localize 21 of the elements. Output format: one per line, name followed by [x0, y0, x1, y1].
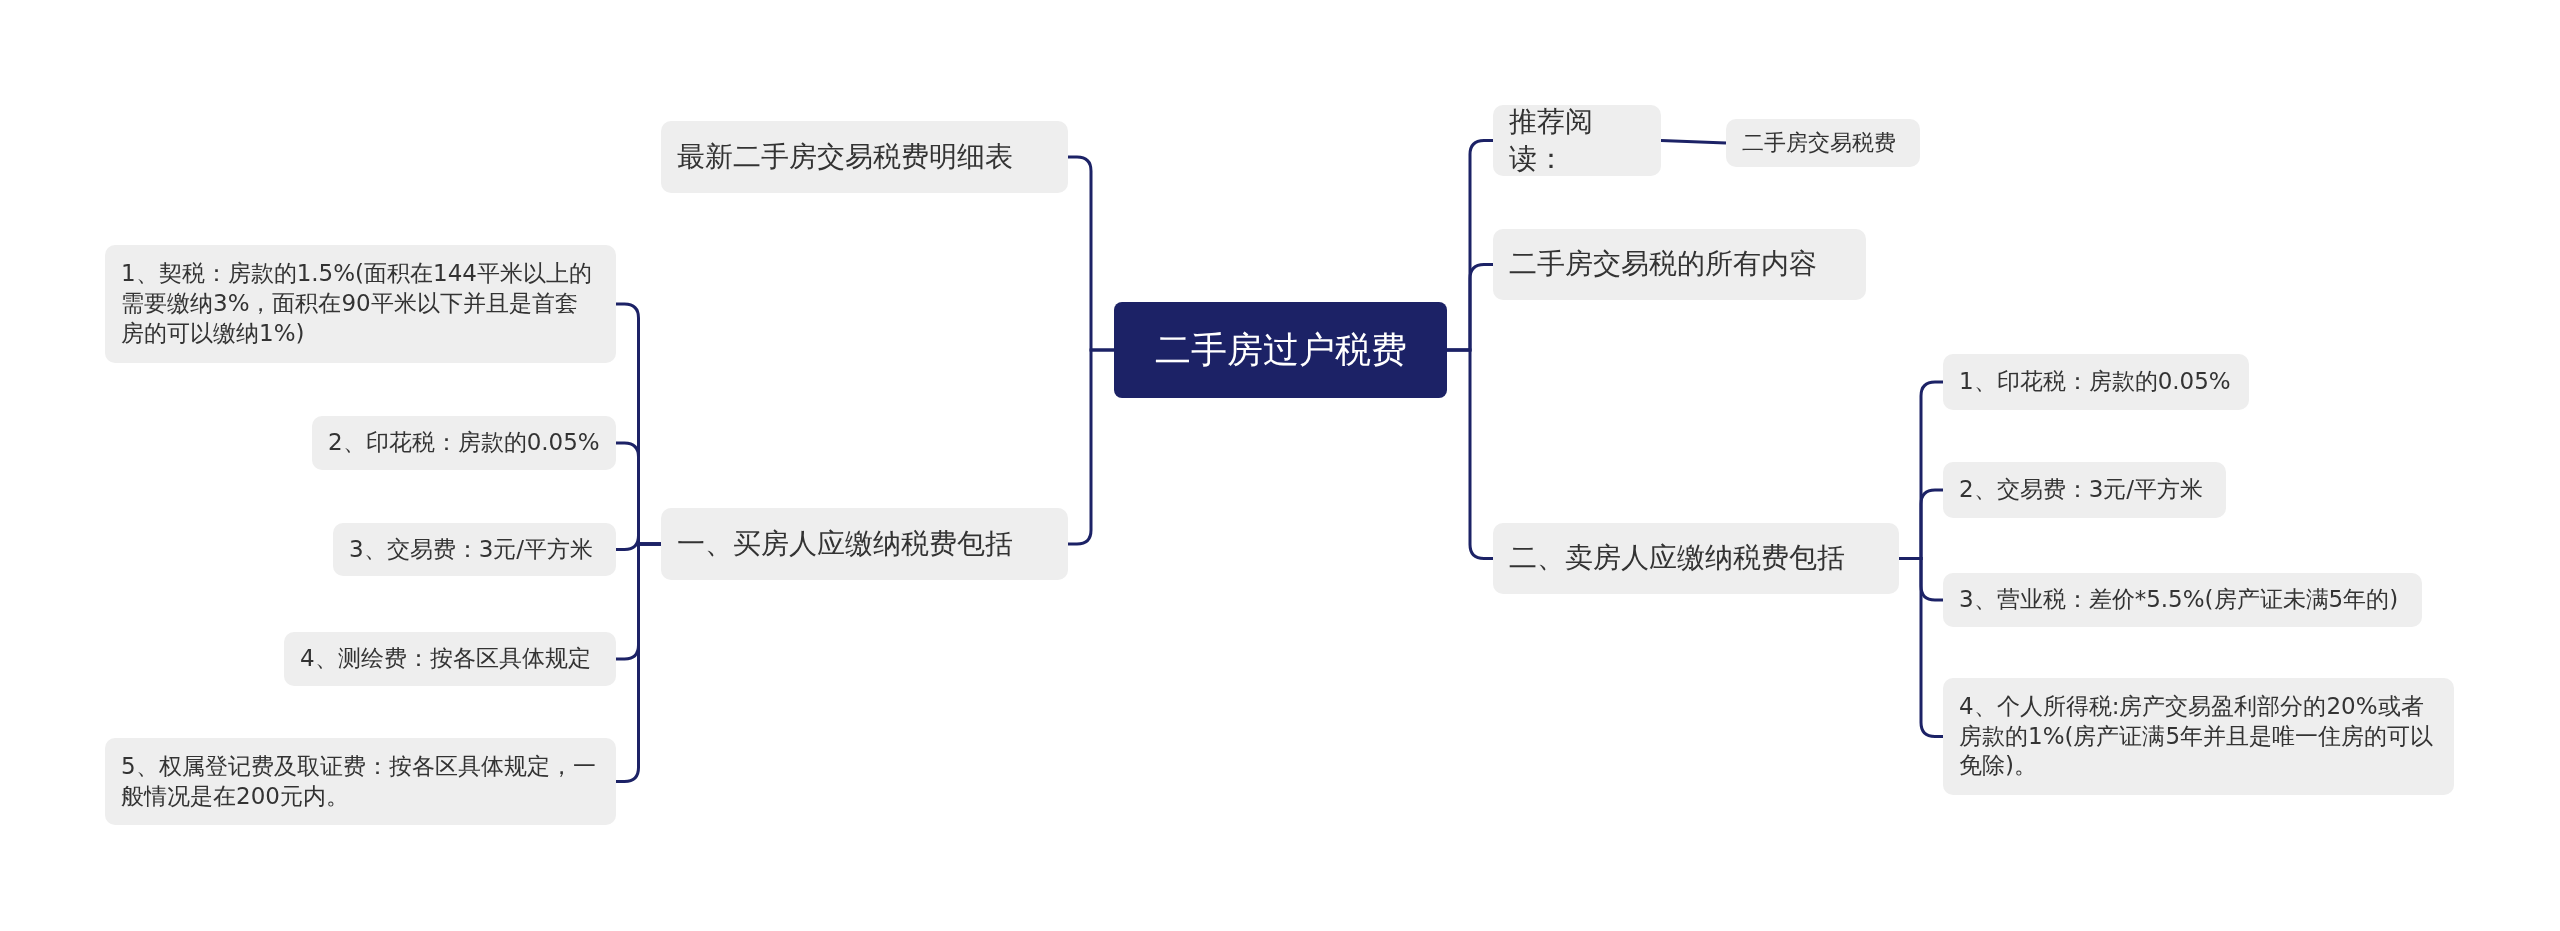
topic-box: 一、买房人应缴纳税费包括 [661, 508, 1068, 580]
subtopic-box: 5、权属登记费及取证费：按各区具体规定，一般情况是在200元内。 [105, 738, 616, 825]
connector-line [616, 542, 661, 783]
subtopic-box: 1、印花税：房款的0.05% [1943, 354, 2249, 410]
connector-line [1068, 348, 1114, 546]
subtopic-box: 2、印花税：房款的0.05% [312, 416, 616, 470]
topic-box: 最新二手房交易税费明细表 [661, 121, 1068, 193]
topic-box: 推荐阅读： [1493, 105, 1661, 176]
subtopic-box: 4、测绘费：按各区具体规定 [284, 632, 616, 686]
subtopic-box: 3、营业税：差价*5.5%(房产证未满5年的) [1943, 573, 2422, 627]
central-topic-box: 二手房过户税费 [1114, 302, 1447, 398]
subtopic-box: 4、个人所得税:房产交易盈利部分的20%或者房款的1%(房产证满5年并且是唯一住房的可以免除)。 [1943, 678, 2454, 795]
subtopic-box: 二手房交易税费 [1726, 119, 1920, 167]
connector-line [1447, 348, 1493, 560]
topic-box: 二、卖房人应缴纳税费包括 [1493, 523, 1899, 594]
connector-line [1660, 139, 1727, 145]
subtopic-box: 2、交易费：3元/平方米 [1943, 462, 2226, 518]
topic-box: 二手房交易税的所有内容 [1493, 229, 1866, 300]
subtopic-box: 1、契税：房款的1.5%(面积在144平米以上的需要缴纳3%，面积在90平米以下并且是首套房的可以缴纳1%) [105, 245, 616, 363]
subtopic-box: 3、交易费：3元/平方米 [333, 523, 616, 576]
connector-line [1899, 557, 1943, 738]
